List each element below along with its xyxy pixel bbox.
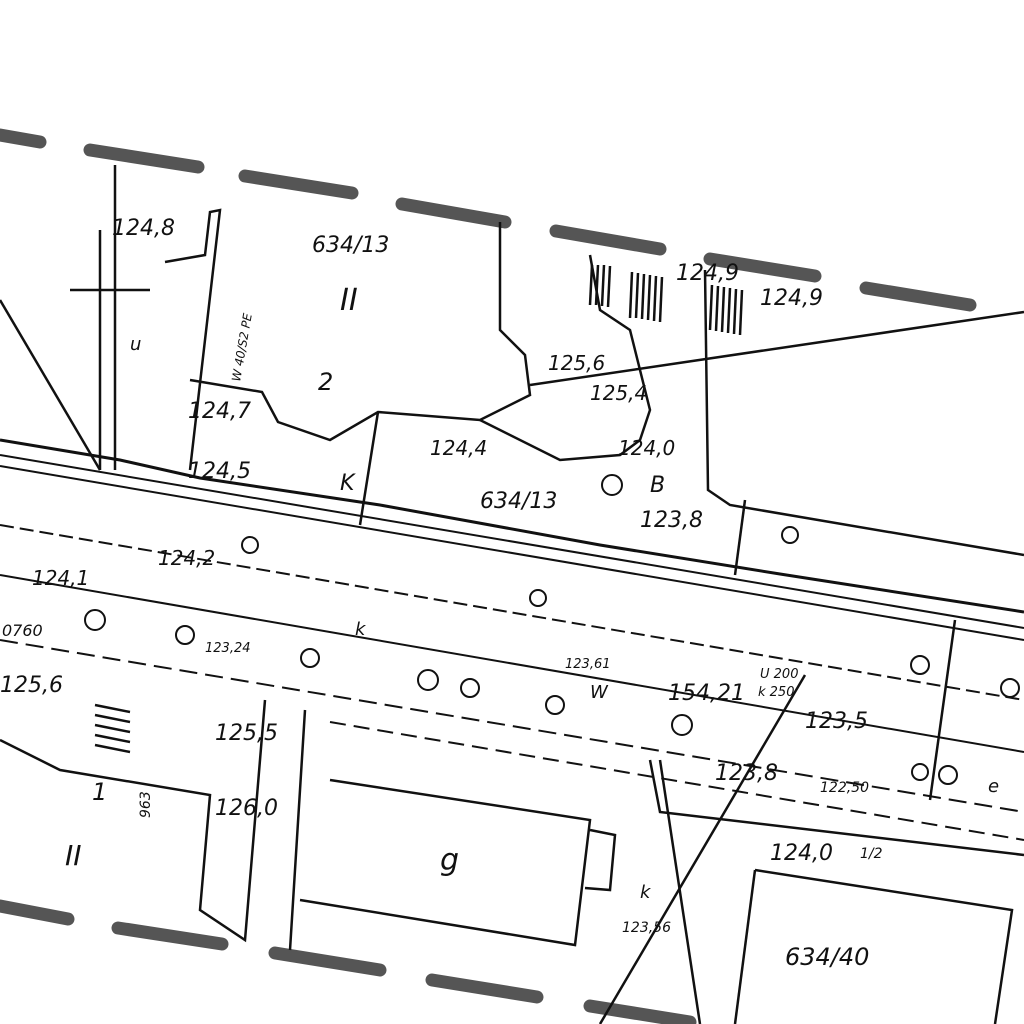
misc-label: 0760 — [2, 621, 43, 640]
utility-mark: k — [640, 882, 652, 903]
survey-point-label: 123,24 — [205, 641, 251, 656]
utility-mark: K — [340, 471, 356, 496]
parcel-number: 634/40 — [785, 943, 869, 971]
elevation-label: 126,0 — [215, 796, 278, 821]
elevation-label: 125,4 — [590, 381, 647, 405]
manhole-symbols — [84, 474, 1020, 785]
survey-point-label: 154,21 — [668, 681, 745, 706]
utility-mark: e — [988, 776, 999, 797]
floor-count: II — [65, 839, 82, 872]
elevation-label: 125,6 — [0, 673, 63, 698]
building-label: 2 — [318, 368, 333, 396]
parcel-number: 634/13 — [312, 233, 389, 258]
utility-mark: W — [590, 682, 609, 703]
elevation-label: 124,5 — [188, 459, 251, 484]
elevation-label: 123,8 — [640, 508, 703, 533]
survey-point-label: 123,61 — [565, 657, 611, 672]
stair-hatching — [94, 264, 744, 754]
street-lines — [0, 438, 1024, 841]
elevation-label: 124,0 — [770, 841, 833, 866]
pipe-note: W 40/S2 PE — [229, 312, 255, 383]
utility-mark: u — [130, 334, 141, 355]
map-labels: 634/13 634/13 634/40 II II 2 1 g B 124,8… — [0, 216, 999, 971]
survey-point-label: 122,50 — [820, 780, 869, 796]
pipe-note: k 250 — [758, 685, 794, 700]
elevation-label: 124,1 — [32, 566, 89, 590]
elevation-label: 125,5 — [215, 721, 278, 746]
elevation-label: 124,0 — [618, 436, 675, 460]
misc-label: 1/2 — [860, 846, 883, 862]
building-outlines — [0, 165, 1024, 1024]
elevation-label: 124,4 — [430, 436, 487, 460]
elevation-label: 124,7 — [188, 399, 251, 424]
elevation-label: 124,9 — [676, 261, 739, 286]
building-label: g — [440, 843, 459, 878]
building-label: B — [650, 473, 665, 498]
survey-point-label: 123,56 — [622, 920, 671, 936]
elevation-label: 124,9 — [760, 286, 823, 311]
building-label: 1 — [92, 778, 107, 806]
elevation-label: 124,8 — [112, 216, 175, 241]
elevation-label: 123,5 — [805, 709, 868, 734]
parcel-boundary-top — [0, 128, 977, 312]
floor-count: II — [340, 283, 358, 318]
elevation-label: 125,6 — [548, 351, 605, 375]
utility-mark: k — [355, 619, 367, 640]
parcel-boundary-bottom — [0, 899, 697, 1024]
pipe-note: U 200 — [760, 667, 798, 682]
elevation-label: 123,8 — [715, 761, 778, 786]
parcel-number: 634/13 — [480, 489, 557, 514]
elevation-label: 124,2 — [158, 546, 215, 570]
misc-label: 963 — [138, 791, 154, 818]
